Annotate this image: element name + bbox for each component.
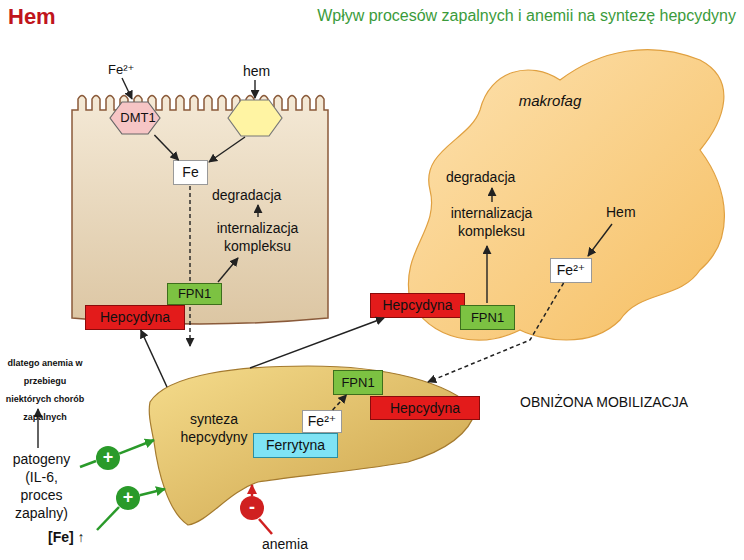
iron-box: Fe²⁺ [302,410,342,433]
annotation-text: [Fe] ↑ [48,529,85,545]
stimulation-circle: + [96,446,120,470]
node-text: Hepcydyna [382,297,452,314]
annotation-text: Hem [606,204,636,220]
node-text: DMT1 [120,110,155,126]
label-holder: Hem [606,203,636,221]
internalization-arrow [218,258,238,282]
heme-to-fe-arrow [209,137,245,162]
uptake-arrow [254,80,255,98]
leader-arrows [38,78,612,534]
ferritin-box: Ferrytyna [253,433,338,458]
inhibition-circle: - [240,496,264,520]
ferroportin-box: FPN1 [460,305,515,330]
iron-box: Fe²⁺ [550,258,592,283]
connector-arrow [141,330,167,387]
label-holder: anemia [262,535,308,553]
label-holder: hem [243,62,270,80]
connector-arrow [428,283,564,382]
annotation-text: OBNIŻONA MOBILIZACJA [520,394,688,410]
annotation-text: degradacja [212,187,281,203]
connector-arrow [119,440,154,454]
annotation-text: patogeny (IL-6, proces zapalny) [13,451,71,521]
node-text: + [103,447,114,469]
iron-export-dashed [189,307,190,346]
heme-to-fe-arrow [588,224,612,256]
annotation-text: internalizacja kompleksu [451,205,533,239]
node-text: Fe²⁺ [308,413,336,430]
node-text: Fe²⁺ [557,262,585,279]
node-text: - [249,497,255,519]
node-text: FPN1 [178,286,211,302]
hepcidin-box: Hepcydyna [370,293,465,318]
connector-arrow [250,318,384,368]
text-holder: synteza hepcydyny [172,410,256,446]
connector-arrow [251,485,254,496]
internalization-arrow [486,246,487,303]
connector-arrow [333,395,347,410]
inhibition-line [259,519,272,534]
label-holder: [Fe] ↑ [48,528,85,546]
annotation-text: Hem [8,4,56,29]
label-holder: Hem [8,4,56,30]
connector-arrow [140,489,165,495]
text-holder: makrofag [505,92,595,110]
label-holder: dlatego anemia w przebiegu niektórych ch… [4,352,86,424]
label-holder: patogeny (IL-6, proces zapalny) [4,450,79,522]
node-text: Ferrytyna [266,437,325,454]
annotation-text: internalizacja kompleksu [217,220,299,254]
label-holder: degradacja [212,186,281,204]
connector-arrow [154,135,178,160]
label-holder: OBNIŻONA MOBILIZACJA [520,393,688,411]
iron-export-dashed [189,186,190,281]
annotation-text: hem [243,63,270,79]
node-text: makrofag [519,92,582,109]
annotation-text: anemia [262,536,308,552]
degradation-arrow [491,188,492,202]
liver-shape [149,366,476,525]
ferroportin-box: FPN1 [167,283,222,305]
iron-box: Fe [173,160,208,185]
title-holder: Wpływ procesów zapalnych i anemii na syn… [317,7,736,25]
label-holder: Fe²⁺ [108,60,134,78]
stimulus-line [97,507,119,530]
hepcidin-box: Hepcydyna [85,305,185,330]
consequence-arrow [37,409,38,448]
diagram-title: Wpływ procesów zapalnych i anemii na syn… [317,7,736,24]
heme-hexagon [228,100,282,136]
uptake-arrow [122,78,132,99]
node-text: Fe [182,164,198,181]
stimulation-circle: + [116,486,140,510]
annotation-text: Fe²⁺ [108,62,134,77]
label-holder: degradacja [446,168,515,186]
annotation-text: dlatego anemia w przebiegu niektórych ch… [6,358,85,422]
enterocyte-cell [72,96,328,325]
stimulus-line [80,461,96,467]
transporter-hexagon: DMT1 [109,101,167,135]
hepcidin-box: Hepcydyna [370,396,480,420]
hexagon-shape [110,102,160,134]
annotation-text: degradacja [446,169,515,185]
node-text: Hepcydyna [100,309,170,326]
label-holder: internalizacja kompleksu [200,219,315,255]
node-text: FPN1 [341,375,374,391]
liver-organ: synteza hepcydyny Fe²⁺ Ferrytyna [148,362,478,528]
node-text: FPN1 [471,310,504,326]
node-text: synteza hepcydyny [181,411,248,445]
node-text: Hepcydyna [390,400,460,417]
degradation-arrow [257,205,258,217]
node-text: + [123,487,134,509]
ferroportin-box: FPN1 [333,370,383,395]
label-holder: internalizacja kompleksu [434,204,549,240]
